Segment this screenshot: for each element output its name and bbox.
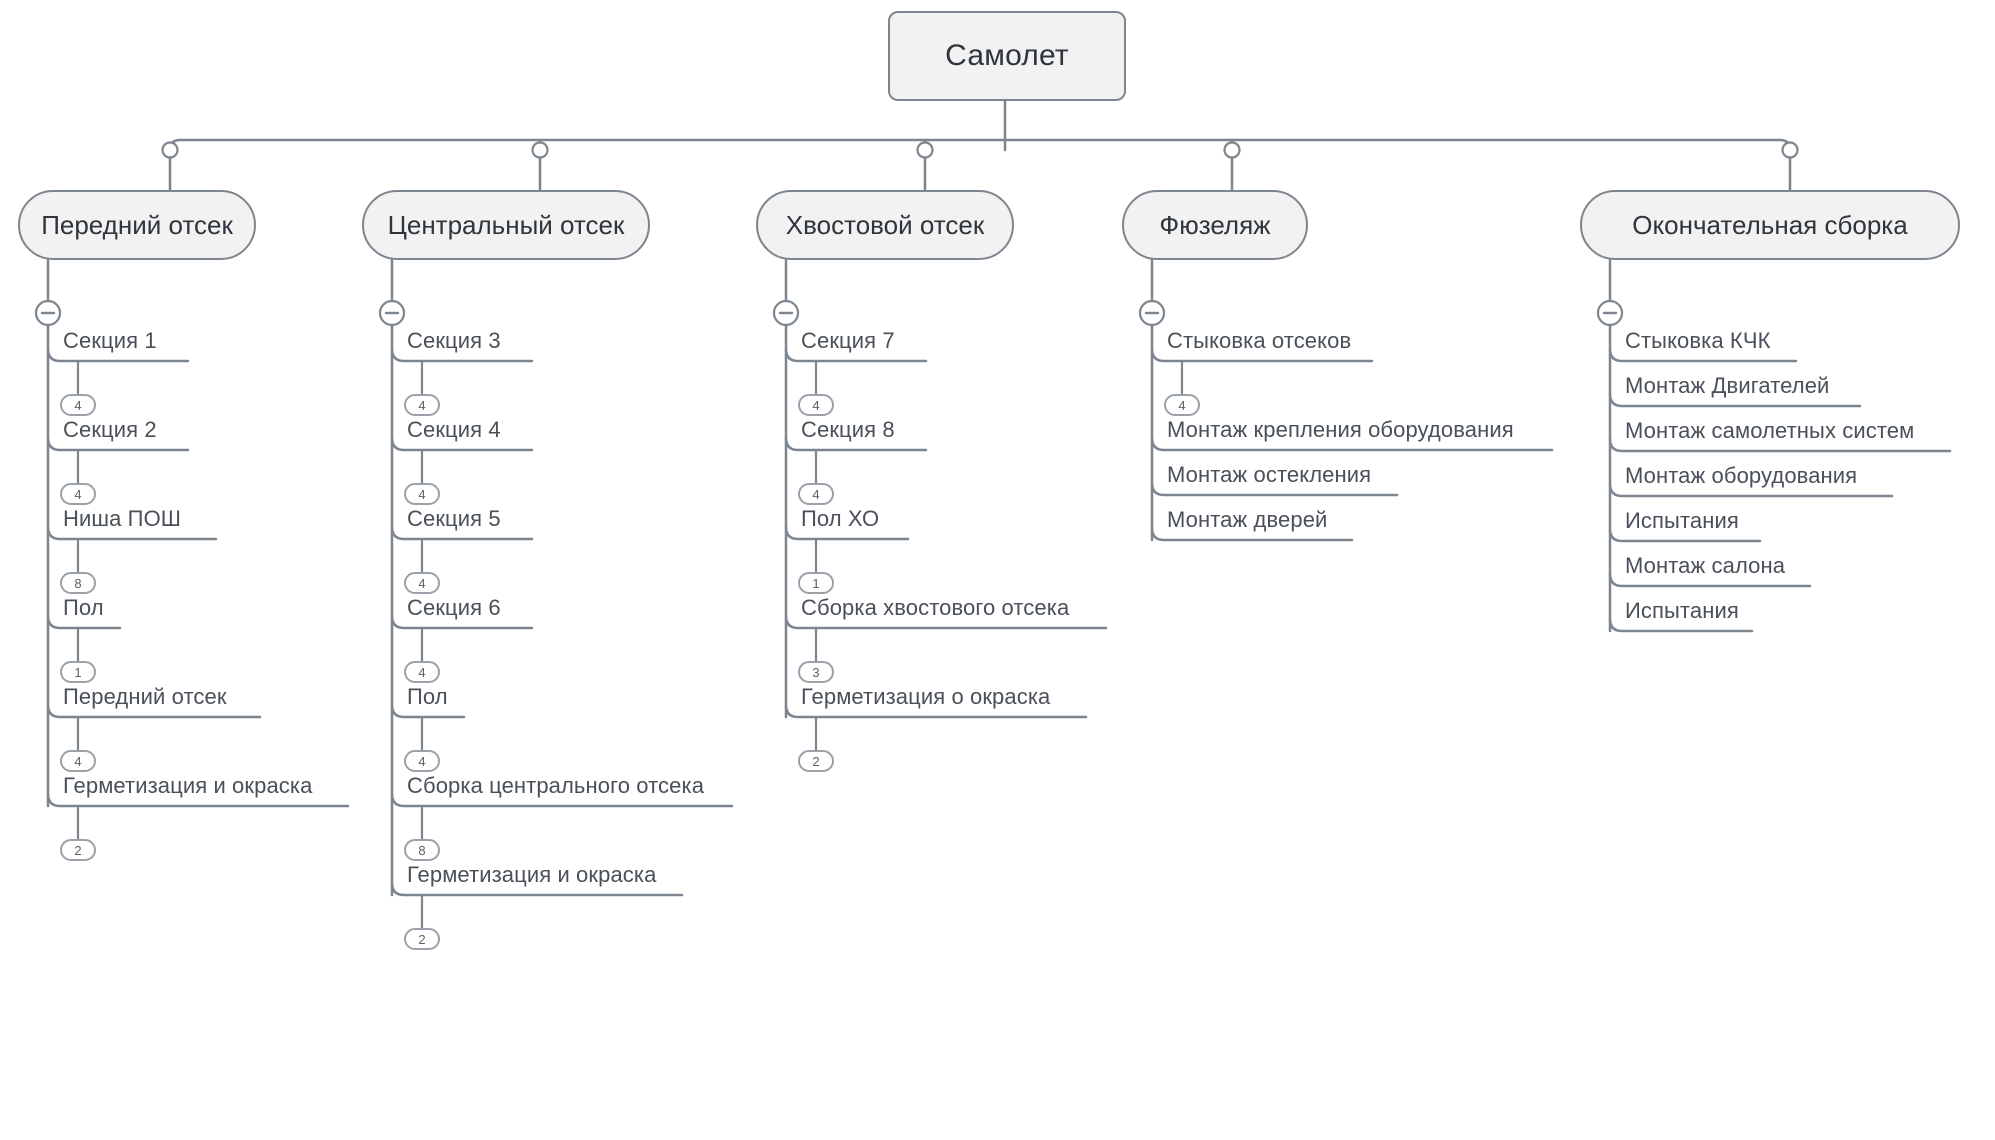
quantity-badge[interactable]: 8 [60, 572, 96, 594]
work-item-label[interactable]: Пол [407, 684, 448, 709]
work-item-label[interactable]: Монтаж самолетных систем [1625, 418, 1915, 443]
work-item-label[interactable]: Стыковка отсеков [1167, 328, 1352, 353]
quantity-badge[interactable]: 4 [798, 483, 834, 505]
level2-node-4[interactable]: Фюзеляж [1122, 190, 1308, 260]
work-item-label[interactable]: Секция 7 [801, 328, 895, 353]
work-item-label[interactable]: Секция 2 [63, 417, 157, 442]
work-item-label[interactable]: Передний отсек [63, 684, 227, 709]
quantity-badge[interactable]: 4 [404, 750, 440, 772]
quantity-badge[interactable]: 2 [60, 839, 96, 861]
quantity-badge[interactable]: 2 [404, 928, 440, 950]
work-item-label[interactable]: Стыковка КЧК [1625, 328, 1771, 353]
level2-node-2[interactable]: Центральный отсек [362, 190, 650, 260]
work-item-label[interactable]: Монтаж крепления оборудования [1167, 417, 1514, 442]
quantity-badge[interactable]: 1 [798, 572, 834, 594]
work-item-label[interactable]: Секция 8 [801, 417, 895, 442]
work-item-label[interactable]: Монтаж Двигателей [1625, 373, 1830, 398]
work-item-label[interactable]: Секция 4 [407, 417, 501, 442]
work-item-label[interactable]: Монтаж дверей [1167, 507, 1328, 532]
work-item-label[interactable]: Ниша ПОШ [63, 506, 182, 531]
level2-node-1[interactable]: Передний отсек [18, 190, 256, 260]
work-item-label[interactable]: Пол ХО [801, 506, 880, 531]
quantity-badge[interactable]: 4 [1164, 394, 1200, 416]
work-item-label[interactable]: Монтаж остекления [1167, 462, 1372, 487]
quantity-badge[interactable]: 3 [798, 661, 834, 683]
work-item-label[interactable]: Герметизация и окраска [407, 862, 657, 887]
level2-node-label: Хвостовой отсек [785, 209, 985, 240]
work-item-label[interactable]: Сборка центрального отсека [407, 773, 705, 798]
quantity-badge[interactable]: 4 [60, 483, 96, 505]
work-item-label[interactable]: Испытания [1625, 598, 1739, 623]
quantity-badge[interactable]: 4 [60, 750, 96, 772]
work-item-label[interactable]: Секция 6 [407, 595, 501, 620]
work-item-label[interactable]: Монтаж оборудования [1625, 463, 1858, 488]
work-item-label[interactable]: Пол [63, 595, 104, 620]
work-item-label[interactable]: Испытания [1625, 508, 1739, 533]
level2-node-label: Передний отсек [41, 209, 233, 240]
work-item-label[interactable]: Монтаж салона [1625, 553, 1786, 578]
level2-node-label: Фюзеляж [1159, 209, 1271, 240]
work-item-label[interactable]: Сборка хвостового отсека [801, 595, 1070, 620]
level2-node-3[interactable]: Хвостовой отсек [756, 190, 1014, 260]
work-item-label[interactable]: Секция 5 [407, 506, 501, 531]
level2-node-5[interactable]: Окончательная сборка [1580, 190, 1960, 260]
quantity-badge[interactable]: 2 [798, 750, 834, 772]
root-node-airplane[interactable]: Самолет [888, 11, 1126, 101]
quantity-badge[interactable]: 4 [404, 394, 440, 416]
quantity-badge[interactable]: 4 [60, 394, 96, 416]
work-item-label[interactable]: Герметизация о окраска [801, 684, 1051, 709]
quantity-badge[interactable]: 4 [404, 661, 440, 683]
quantity-badge[interactable]: 4 [404, 572, 440, 594]
level2-node-label: Окончательная сборка [1632, 209, 1908, 240]
quantity-badge[interactable]: 4 [404, 483, 440, 505]
level2-node-label: Центральный отсек [387, 209, 625, 240]
root-node-label: Самолет [945, 39, 1069, 72]
work-item-label[interactable]: Герметизация и окраска [63, 773, 313, 798]
quantity-badge[interactable]: 4 [798, 394, 834, 416]
work-item-label[interactable]: Секция 3 [407, 328, 501, 353]
quantity-badge[interactable]: 1 [60, 661, 96, 683]
quantity-badge[interactable]: 8 [404, 839, 440, 861]
work-item-label[interactable]: Секция 1 [63, 328, 157, 353]
